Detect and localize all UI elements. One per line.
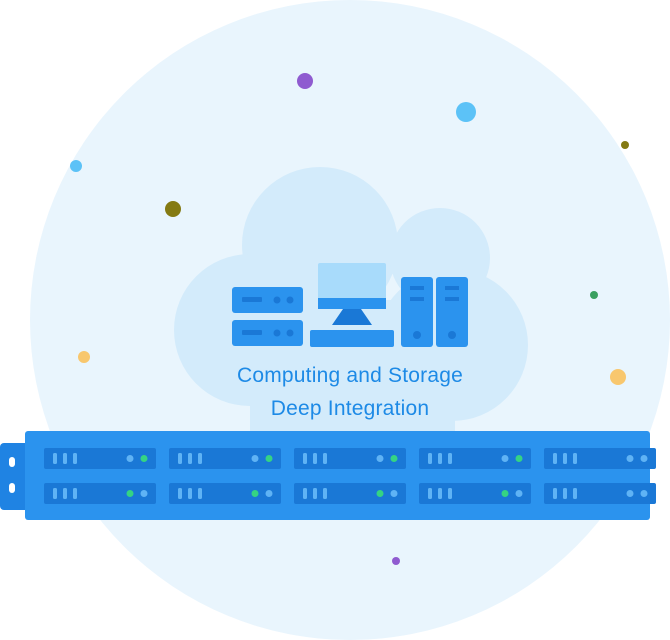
drive-bay [419, 483, 531, 504]
drive-bay [44, 483, 156, 504]
drive-bay [544, 483, 656, 504]
status-led [501, 455, 509, 462]
tower-server-icon [401, 277, 468, 347]
status-led [376, 455, 384, 462]
dot [297, 73, 313, 89]
status-led [515, 455, 523, 462]
status-led [265, 490, 273, 497]
status-led [376, 490, 384, 497]
drive-bay [44, 448, 156, 469]
status-led [640, 455, 648, 462]
dot [70, 160, 82, 172]
caption-line-1: Computing and Storage [236, 364, 463, 387]
status-led [640, 490, 648, 497]
decorative-dots [70, 73, 629, 565]
drive-bay [294, 483, 406, 504]
status-led [626, 455, 634, 462]
status-led [265, 455, 273, 462]
dot [621, 141, 629, 149]
status-led [515, 490, 523, 497]
status-led [126, 490, 134, 497]
status-led [140, 455, 148, 462]
server-icon [232, 287, 303, 346]
drive-bay [294, 448, 406, 469]
dot [610, 369, 626, 385]
status-led [251, 490, 259, 497]
monitor-icon [310, 263, 394, 347]
drive-bay [169, 448, 281, 469]
status-led [626, 490, 634, 497]
drive-bay [169, 483, 281, 504]
dot [456, 102, 476, 122]
dot [78, 351, 90, 363]
dot [165, 201, 181, 217]
rack-server-icon [0, 431, 656, 520]
caption-line-2: Deep Integration [270, 397, 430, 420]
drive-bay [419, 448, 531, 469]
dot [392, 557, 400, 565]
status-led [140, 490, 148, 497]
dot [590, 291, 598, 299]
status-led [390, 455, 398, 462]
status-led [251, 455, 259, 462]
status-led [501, 490, 509, 497]
drive-bay [544, 448, 656, 469]
status-led [126, 455, 134, 462]
status-led [390, 490, 398, 497]
